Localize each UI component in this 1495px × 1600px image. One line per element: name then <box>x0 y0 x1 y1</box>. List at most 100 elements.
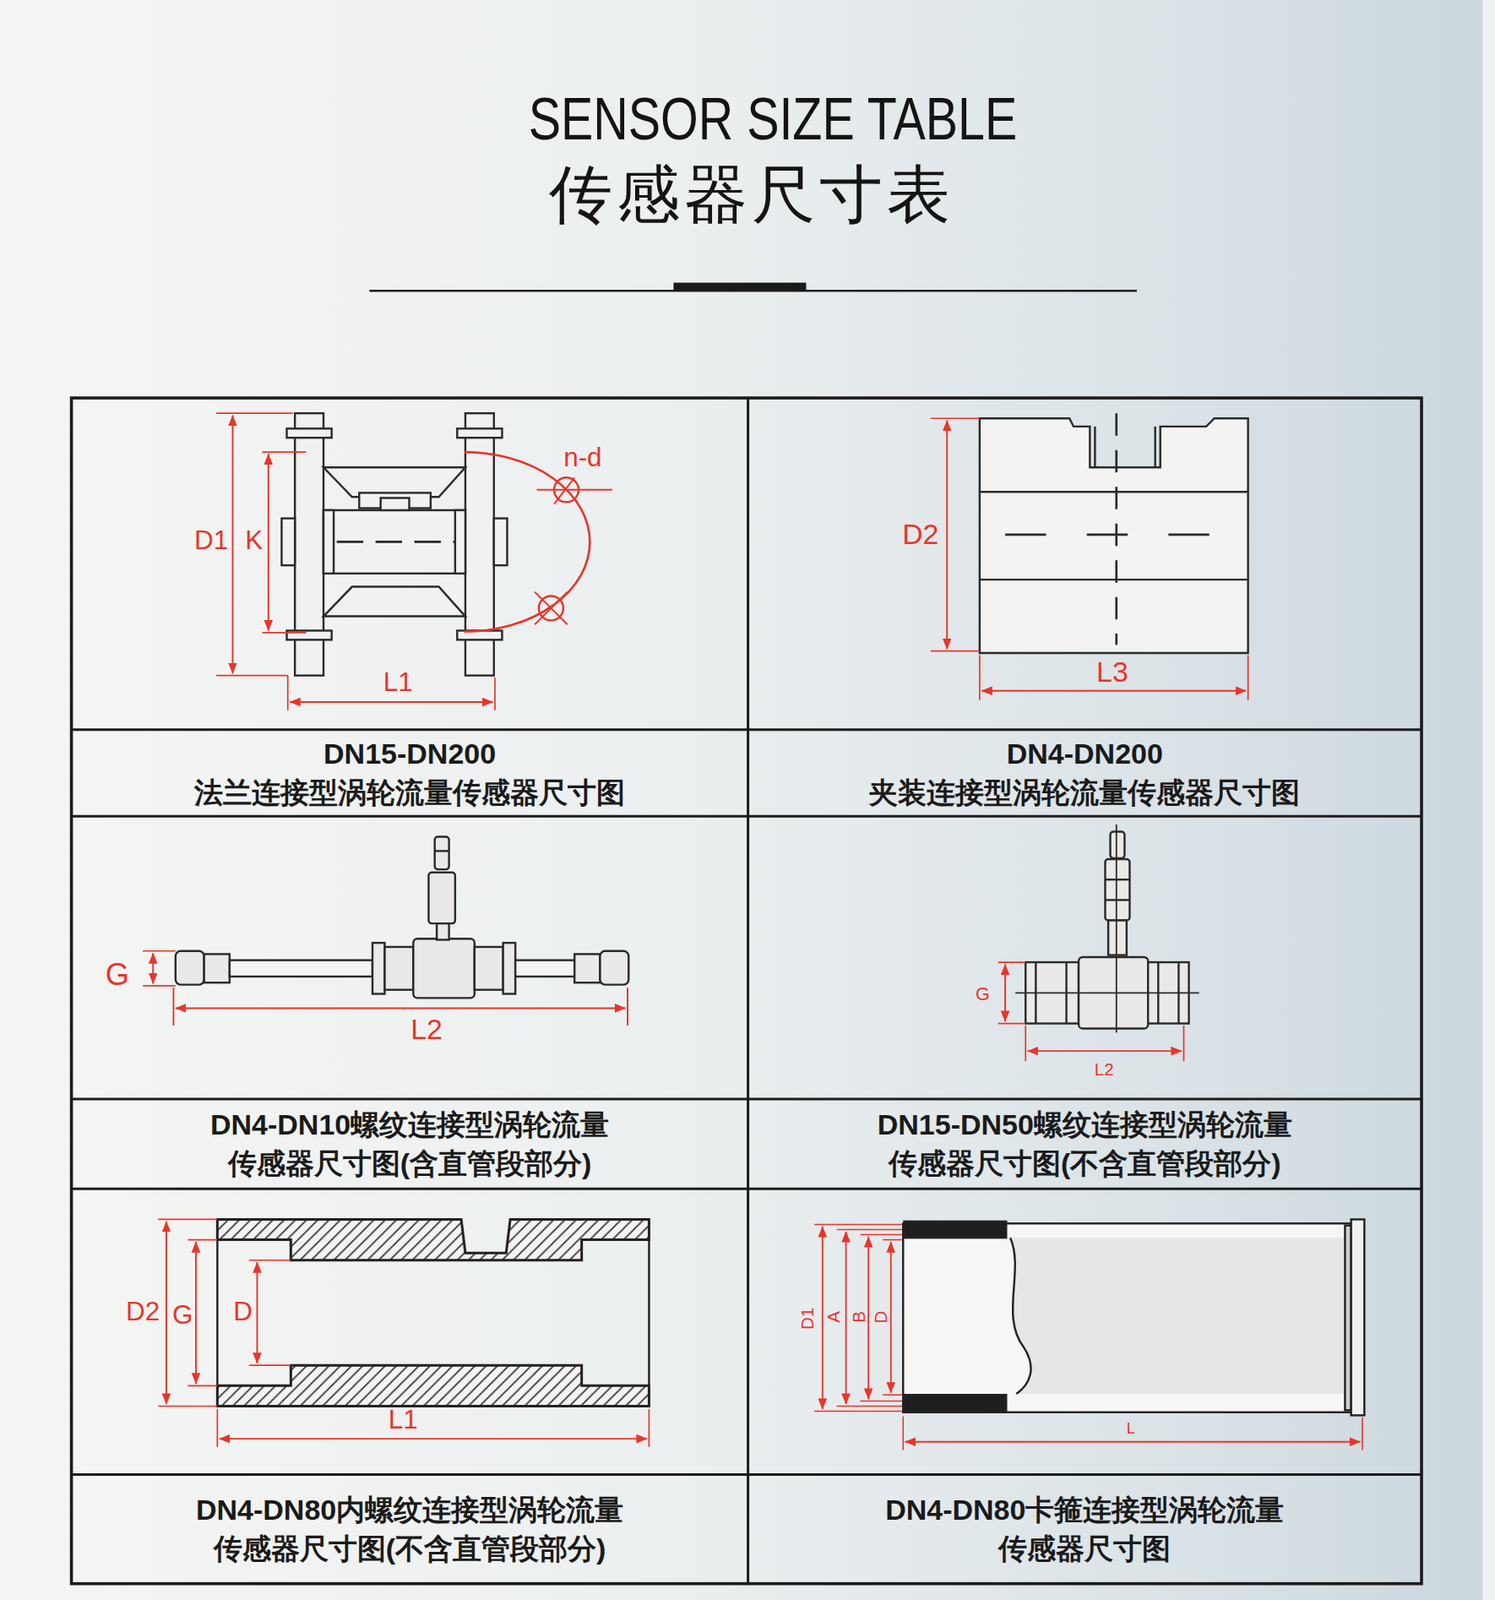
title-divider <box>673 282 806 292</box>
dimension-lines <box>249 1259 292 1262</box>
threaded-sensor-drawing <box>372 942 385 994</box>
wafer-sensor-drawing <box>1168 533 1209 537</box>
internal-thread-section <box>217 1218 649 1406</box>
internal-thread-section <box>216 1239 218 1387</box>
wafer-sensor-drawing <box>979 490 1249 493</box>
table-grid <box>71 728 1422 731</box>
dimension-lines <box>464 451 591 632</box>
table-grid <box>71 1473 1422 1476</box>
dimension-lines <box>157 1218 218 1221</box>
dimension-lines <box>1183 1025 1186 1061</box>
threaded-sensor-drawing <box>428 872 455 924</box>
clamp-sensor-drawing <box>1010 1237 1349 1394</box>
dimension-lines <box>554 477 575 504</box>
dimension-lines <box>905 1440 1361 1443</box>
caption-text: 法兰连接型涡轮流量传感器尺寸图 <box>194 773 626 813</box>
dimension-label: L1 <box>388 1406 419 1433</box>
dimension-lines <box>255 1261 258 1364</box>
dimension-label: G <box>172 1302 193 1329</box>
dimension-lines <box>216 413 613 711</box>
dimension-lines <box>814 1223 903 1226</box>
edge-strip <box>1483 0 1495 1600</box>
caption-cell: DN15-DN50螺纹连接型涡轮流量 传感器尺寸图(不含直管段部分) <box>750 1101 1420 1189</box>
dimension-lines <box>860 1234 903 1236</box>
dimension-lines <box>142 950 176 952</box>
dimension-lines <box>262 631 307 634</box>
table-grid <box>71 1097 1422 1100</box>
dimension-lines <box>175 1006 626 1009</box>
dimension-lines <box>981 690 1246 692</box>
dimension-lines <box>882 1393 903 1396</box>
threaded-sensor-drawing <box>436 923 449 940</box>
dimension-lines <box>287 675 289 711</box>
threaded-sensor-drawing <box>175 836 629 998</box>
wafer-sensor-drawing <box>979 413 1249 653</box>
dimension-lines <box>494 677 496 711</box>
internal-thread-section <box>217 1218 649 1260</box>
threaded-sensor-drawing <box>1015 824 1199 1033</box>
threaded-sensor-drawing <box>1110 831 1126 858</box>
title-divider <box>369 282 1137 292</box>
dimension-label: D2 <box>902 520 939 550</box>
dimension-label: L2 <box>410 1015 443 1044</box>
dimension-label: D2 <box>125 1298 160 1325</box>
dimension-label: n-d <box>563 445 602 472</box>
caption-text: DN15-DN200 <box>323 734 496 774</box>
threaded-sensor-drawing <box>434 836 450 870</box>
threaded-sensor-drawing <box>204 953 230 983</box>
flange-sensor-drawing <box>323 510 334 574</box>
threaded-sensor-drawing <box>515 960 577 977</box>
dimension-lines <box>1027 1049 1182 1052</box>
wafer-sensor-drawing <box>1093 426 1096 468</box>
dimension-lines <box>845 1231 848 1404</box>
dimension-lines <box>930 417 980 419</box>
dimension-lines <box>998 962 1185 1061</box>
dimension-lines <box>262 451 307 453</box>
page-subtitle: 传感器尺寸表 <box>549 162 955 226</box>
dimension-label: K <box>244 527 263 555</box>
dimension-lines <box>882 1239 903 1241</box>
dimension-lines <box>814 1223 1363 1450</box>
dimension-lines <box>187 1384 218 1387</box>
dimension-lines <box>626 987 629 1026</box>
wafer-sensor-drawing <box>979 418 1249 653</box>
threaded-sensor-drawing <box>1108 920 1127 956</box>
dimension-lines <box>142 951 628 1026</box>
threaded-sensor-drawing <box>1115 824 1118 1033</box>
threaded-sensor-drawing <box>599 951 629 985</box>
dimension-label: L1 <box>383 669 414 696</box>
dimension-lines <box>930 650 980 653</box>
dimension-lines <box>837 1228 903 1231</box>
dimension-label: D <box>871 1310 890 1323</box>
dimension-lines <box>157 1405 218 1408</box>
threaded-sensor-drawing <box>413 938 474 998</box>
clamp-sensor-drawing <box>902 1223 1353 1412</box>
table-grid <box>71 397 1422 1584</box>
dimension-lines <box>534 592 568 626</box>
dimension-label: L <box>1126 1420 1136 1436</box>
dimension-lines <box>216 674 289 677</box>
dimension-lines <box>1004 963 1006 1022</box>
caption-text: DN15-DN50螺纹连接型涡轮流量 传感器尺寸图(不含直管段部分) <box>831 1105 1338 1184</box>
threaded-sensor-drawing <box>175 951 205 985</box>
dimension-lines <box>1361 1417 1364 1451</box>
dimension-lines <box>165 1221 168 1404</box>
caption-cell: DN4-DN200夹装连接型涡轮流量传感器尺寸图 <box>750 731 1420 816</box>
dimension-label: D <box>233 1298 253 1325</box>
caption-cell: DN4-DN80内螺纹连接型涡轮流量 传感器尺寸图(不含直管段部分) <box>73 1476 746 1583</box>
internal-thread-section <box>647 1239 650 1387</box>
clamp-sensor-drawing <box>1351 1218 1365 1415</box>
table-grid <box>71 397 1422 1584</box>
dimension-lines <box>860 1400 903 1403</box>
threaded-sensor-drawing <box>474 946 504 990</box>
flange-sensor-drawing <box>494 518 508 566</box>
dimension-lines <box>890 1241 892 1393</box>
dimension-lines <box>216 412 294 414</box>
caption-text: 夹装连接型涡轮流量传感器尺寸图 <box>869 773 1300 813</box>
flange-sensor-drawing <box>323 587 466 617</box>
dimension-lines <box>814 1410 903 1413</box>
table-grid <box>71 1187 1422 1191</box>
internal-thread-section <box>217 1364 649 1406</box>
dimension-lines <box>152 952 154 984</box>
